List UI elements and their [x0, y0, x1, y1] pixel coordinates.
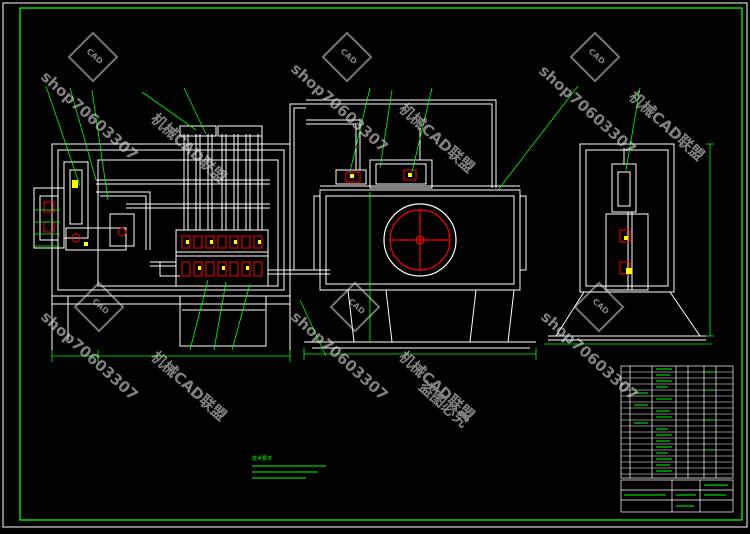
dimension-lines — [51, 143, 714, 362]
valve-coils — [186, 240, 261, 270]
valve-bank-lower — [181, 261, 263, 277]
logo-text: CAD — [591, 297, 611, 316]
leader-lines — [34, 85, 641, 357]
logo-text: CAD — [91, 297, 111, 316]
watermark-logos — [67, 31, 625, 333]
title-block-text — [624, 484, 728, 507]
valve-bank-upper — [181, 235, 263, 249]
watermark-text-group: shop70603307 机械CAD联盟 shop70603307 机械CAD联… — [37, 60, 708, 432]
watermark-brand: 机械CAD联盟 — [395, 100, 478, 177]
title-block — [620, 479, 734, 513]
watermark-text: shop70603307 — [287, 308, 391, 404]
watermark-brand: 机械CAD联盟 — [147, 348, 230, 425]
notes-heading: 技术要求 — [252, 455, 272, 462]
watermark-brand: 机械CAD联盟 — [625, 88, 708, 165]
logo-text: CAD — [587, 47, 607, 66]
tank-cover-circle — [383, 203, 457, 277]
parts-list-text — [634, 368, 714, 472]
watermark-brand: 机械CAD联盟 — [147, 110, 230, 187]
end-view-valves — [619, 229, 632, 275]
parts-list-rows — [621, 371, 733, 475]
end-view-right — [548, 143, 706, 341]
motor-highlights — [345, 169, 417, 183]
parts-list — [620, 365, 734, 479]
pump-detail-left — [43, 180, 127, 246]
logo-text: CAD — [85, 47, 105, 66]
logo-text: CAD — [339, 47, 359, 66]
front-view-left — [33, 103, 330, 350]
sheet-frame — [2, 2, 748, 528]
side-view-middle — [304, 99, 536, 349]
technical-notes: 技术要求 — [252, 455, 326, 479]
